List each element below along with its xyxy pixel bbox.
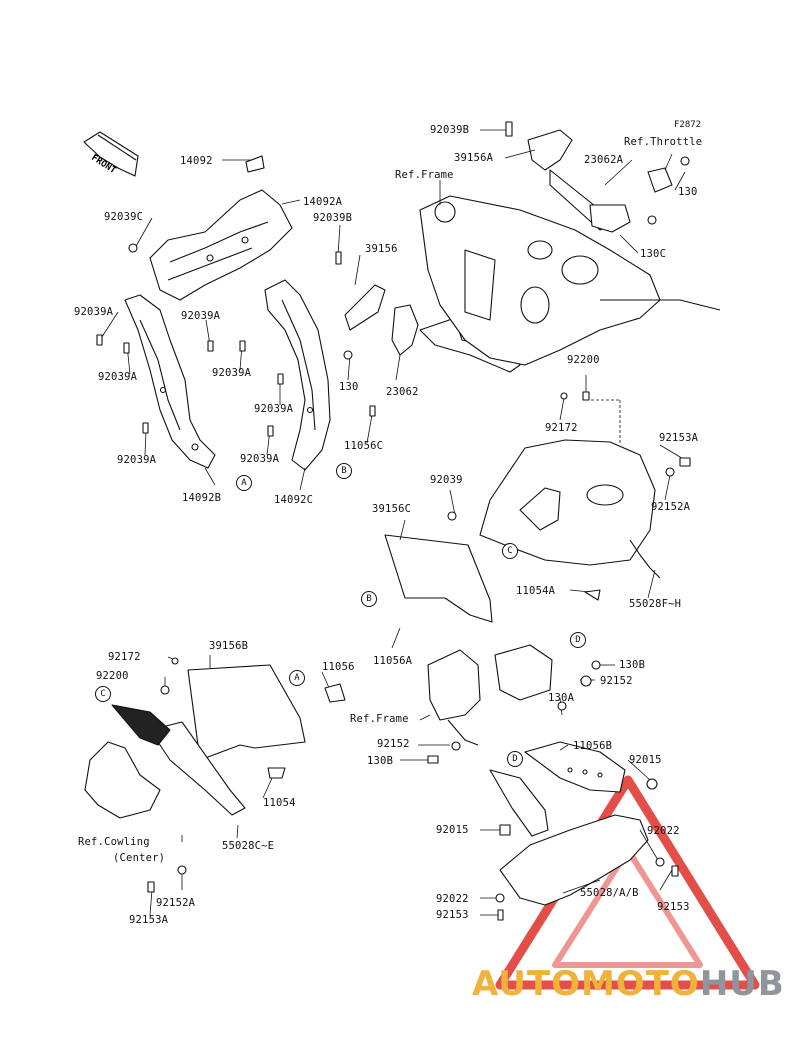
callout-c: C [502,543,518,559]
part-label: 14092 [180,155,213,167]
part-label: 39156B [209,640,249,652]
callout-b: B [336,463,352,479]
part-label: 92153 [657,901,690,913]
part-label: 11056A [373,655,413,667]
part-label: 14092C [274,494,314,506]
part-label: 92039C [104,211,144,223]
watermark-logo: AUTOMOTOHUB [472,964,785,1004]
part-label: 11056 [322,661,355,673]
part-label: 92039A [254,403,294,415]
part-label: 92039A [98,371,138,383]
frame-top-outline [419,195,721,366]
callout-a: A [236,475,252,491]
callout-d: D [507,751,523,767]
part-label: 55028C~E [222,840,275,852]
part-label: 130 [339,381,359,393]
inner-panel-39156c [384,534,493,623]
side-panel-14092c [264,279,331,471]
cowling-center-outline [84,704,171,819]
part-label: 92152 [600,675,633,687]
part-label: 39156A [454,152,494,164]
part-label: 23062 [386,386,419,398]
inner-panel-39156b [149,664,306,816]
part-label: Ref.Cowling [78,836,150,848]
watermark-part1: AUTOMOTO [472,964,700,1004]
front-arrow-icon [83,131,139,177]
part-label: 130B [367,755,394,767]
callout-a: A [289,670,305,686]
part-label: 92039B [430,124,470,136]
part-label: (Center) [113,852,166,864]
part-label: 14092B [182,492,222,504]
part-label: 23062A [584,154,624,166]
part-label: 92153A [659,432,699,444]
part-label: 130B [619,659,646,671]
watermark-part2: HUB [699,964,785,1004]
part-label: 92152A [156,897,196,909]
middle-cover-panel [479,439,661,579]
frame-lower-bracket [427,644,553,746]
part-label: 130A [548,692,575,704]
part-label: 92039A [117,454,157,466]
part-label: Ref.Frame [350,713,409,725]
part-label: 39156 [365,243,398,255]
part-label: Ref.Throttle [624,136,703,148]
part-label: 55028/A/B [580,887,639,899]
bracket-11056b [489,741,626,837]
part-label: 55028F~H [629,598,682,610]
part-label: 92015 [629,754,662,766]
part-label: 92039 [430,474,463,486]
figure-code: F2872 [674,120,702,130]
part-label: 92172 [545,422,578,434]
inner-panel-14092a [149,155,293,301]
part-label: 92039A [240,453,280,465]
part-label: 92200 [567,354,600,366]
part-label: 92039A [74,306,114,318]
part-label: 11054A [516,585,556,597]
part-label: 11056C [344,440,384,452]
part-label: 130C [640,248,667,260]
bracket-39156a [527,129,673,233]
part-label: 14092A [303,196,343,208]
part-label: 92172 [108,651,141,663]
part-label: 11056B [573,740,613,752]
part-label: 39156C [372,503,412,515]
part-label: 92039A [181,310,221,322]
part-label: 92039A [212,367,252,379]
part-label: 92022 [647,825,680,837]
part-label: 92152A [651,501,691,513]
side-panel-14092b [124,294,216,469]
fastener-icons [96,121,691,921]
lower-fairing-55028 [499,814,649,906]
callout-d: D [570,632,586,648]
part-label: Ref.Frame [395,169,454,181]
part-label: 92200 [96,670,129,682]
part-label: 92015 [436,824,469,836]
part-label: 130 [678,186,698,198]
part-label: 92022 [436,893,469,905]
part-label: 92153 [436,909,469,921]
part-label: 92039B [313,212,353,224]
part-label: 92152 [377,738,410,750]
part-label: 11054 [263,797,296,809]
callout-c: C [95,686,111,702]
callout-b: B [361,591,377,607]
part-label: 92153A [129,914,169,926]
